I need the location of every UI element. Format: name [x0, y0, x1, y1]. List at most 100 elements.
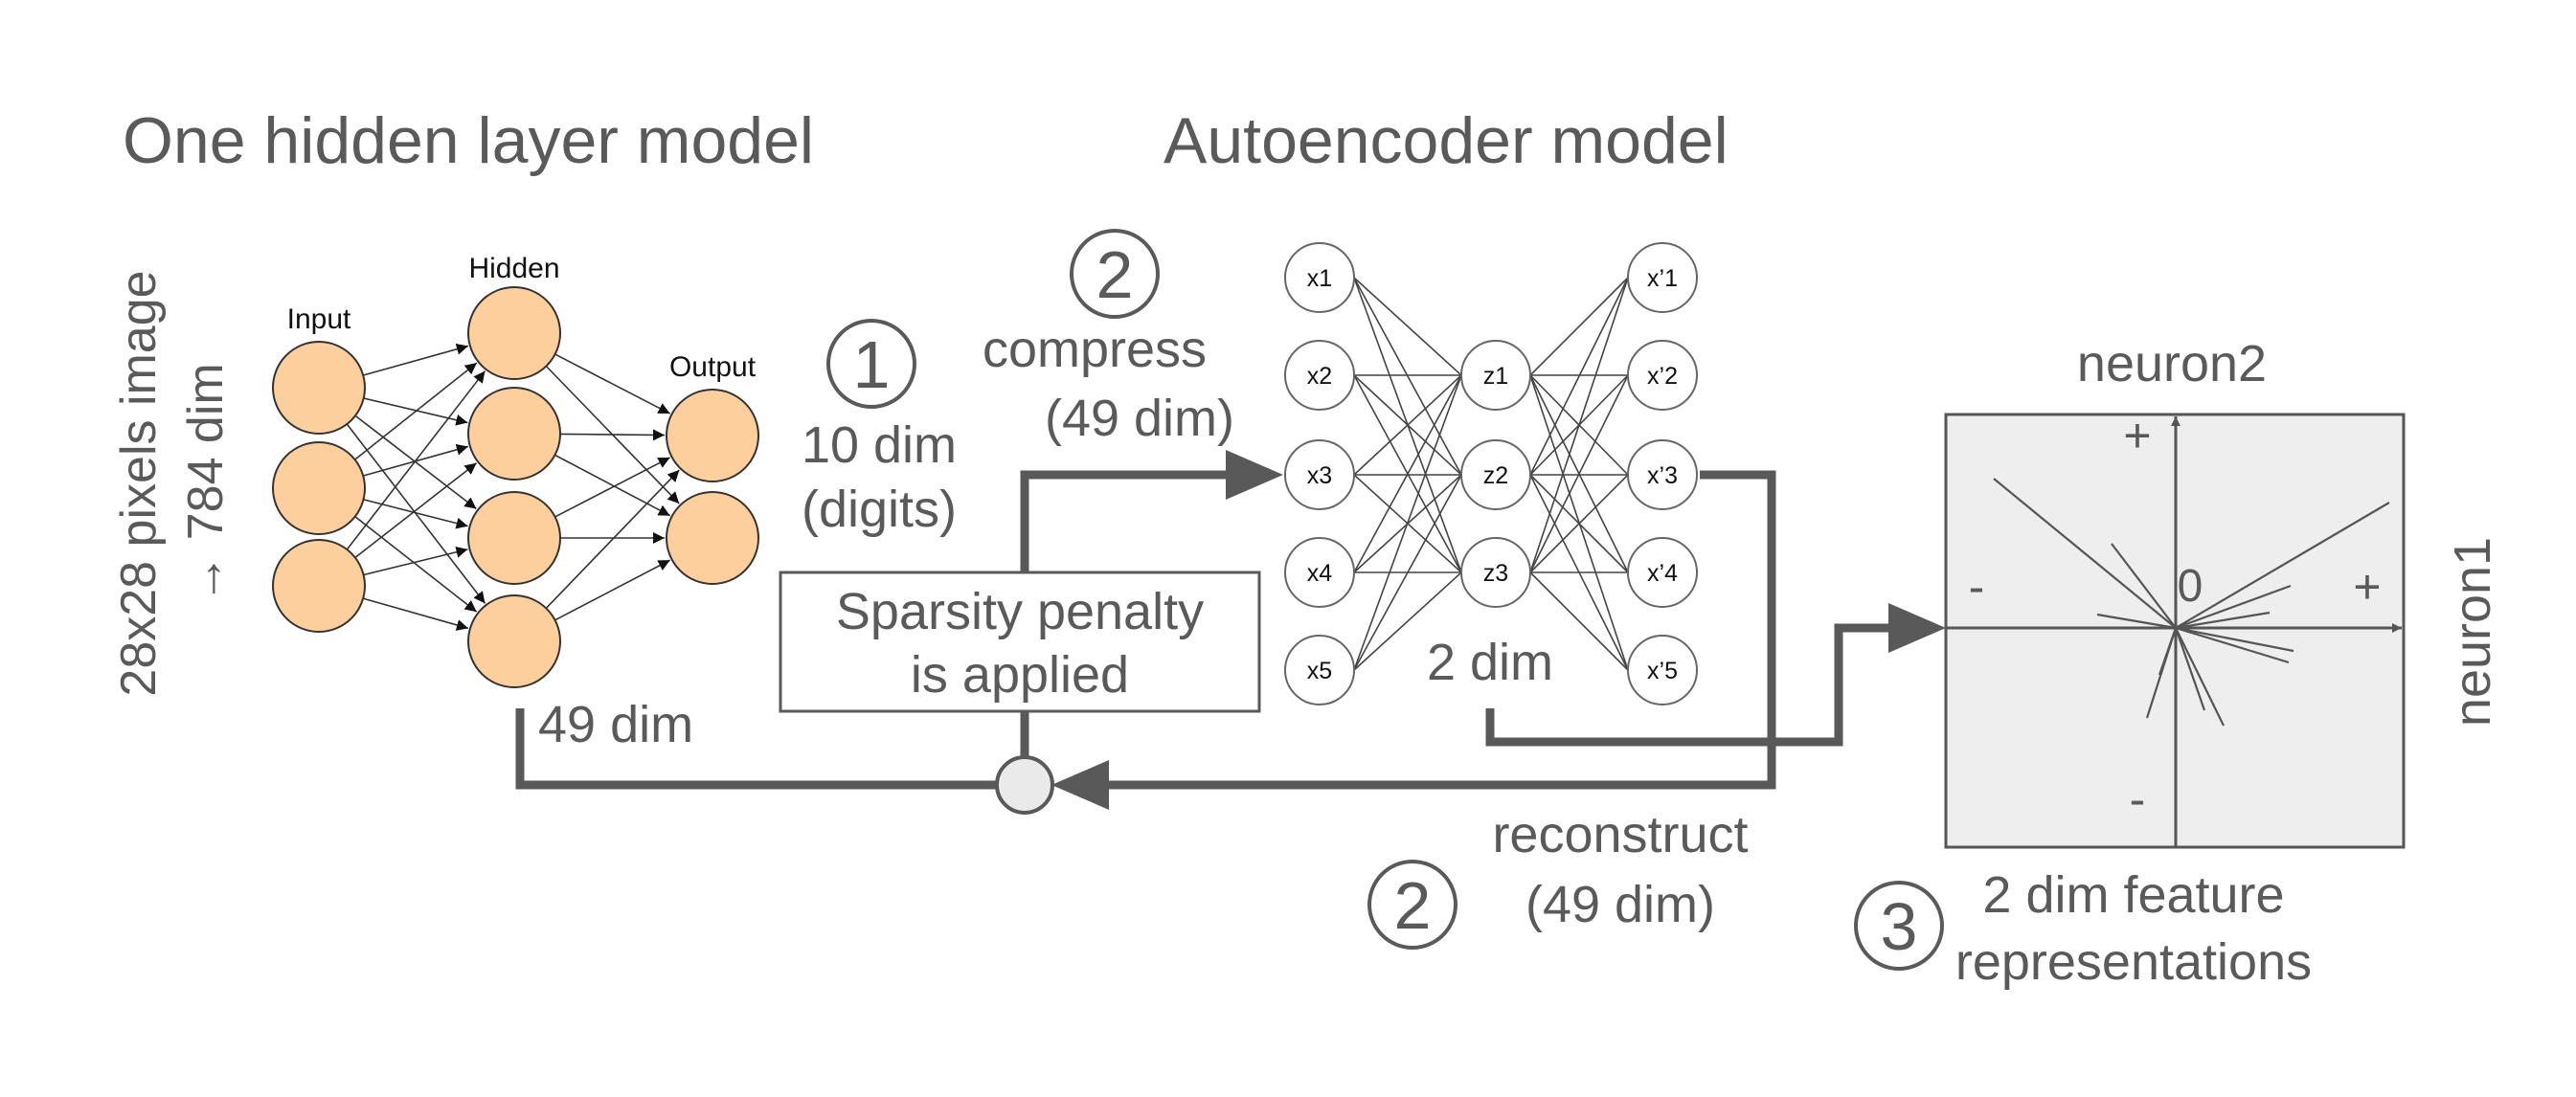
encoder-edge — [1353, 374, 1462, 476]
step1-badge — [826, 319, 916, 409]
ae-output-node-label: x’3 — [1647, 462, 1678, 489]
sum-node — [995, 755, 1054, 815]
plot-y-axis-label: neuron2 — [2077, 335, 2267, 392]
left-model-title: One hidden layer model — [123, 104, 814, 177]
hidden-output-edge — [554, 454, 671, 517]
feature-vector — [2175, 626, 2294, 653]
input-hidden-edge — [354, 362, 478, 460]
input-hidden-edge — [363, 546, 468, 576]
input-image-label-line1: 28x28 pixels image — [111, 270, 167, 696]
plot-y-plus-label: + — [2123, 409, 2151, 462]
ae-input-node — [1284, 537, 1355, 608]
plot-y-minus-label: - — [2130, 772, 2146, 826]
plot-x-plus-label: + — [2353, 560, 2381, 614]
hidden-output-edge — [559, 429, 666, 441]
ae-input-node — [1284, 242, 1355, 313]
sparsity-penalty-frame — [779, 571, 1261, 713]
input-hidden-edge — [354, 462, 478, 559]
input-hidden-edge — [346, 370, 486, 550]
ae-code-node — [1460, 340, 1531, 411]
ae-input-node — [1284, 635, 1355, 705]
feature-vector — [2175, 626, 2290, 664]
plot-origin-label: 0 — [2178, 561, 2203, 612]
ae-code-node-label: z1 — [1483, 363, 1508, 390]
ae-output-node-label: x’5 — [1647, 658, 1678, 684]
input-image-label: 28x28 pixels image → 784 dim — [111, 270, 234, 696]
step1-line1: 10 dim — [802, 416, 957, 474]
hidden-layer-label: Hidden — [468, 253, 559, 284]
step3-badge — [1854, 881, 1944, 971]
step3-badge-number: 3 — [1881, 889, 1918, 964]
hidden-output-edge — [554, 457, 670, 518]
input-hidden-edge — [354, 414, 477, 510]
plot-x-minus-label: - — [1969, 560, 1985, 614]
decoder-edge — [1529, 277, 1629, 476]
step3-line1: 2 dim feature — [1982, 866, 2284, 924]
plot-feature-vectors — [1993, 478, 2390, 727]
input-image-label-line2: → 784 dim — [178, 363, 234, 603]
feature-vector — [1993, 478, 2177, 629]
feature-vector — [2111, 543, 2177, 629]
code-dim-label: 2 dim — [1427, 634, 1553, 691]
hidden-node — [467, 491, 561, 585]
hidden-output-edge — [545, 469, 680, 609]
compress-line1: compress — [983, 321, 1207, 378]
reconstruct-badge-number: 2 — [1394, 868, 1432, 943]
sparsity-line2: is applied — [911, 646, 1129, 704]
right-model-title: Autoencoder model — [1164, 104, 1729, 177]
compress-badge — [1070, 229, 1160, 319]
input-node — [272, 341, 366, 435]
encoder-edge — [1353, 277, 1462, 376]
ae-input-node-label: x2 — [1307, 363, 1332, 390]
decoder-edge — [1529, 374, 1629, 573]
ae-output-node — [1627, 242, 1698, 313]
ae-input-node-label: x3 — [1307, 462, 1332, 489]
step3-group: 3 2 dim feature representations — [1854, 866, 2312, 991]
feature-vector — [2158, 627, 2178, 676]
one-hidden-layer-network: Input Hidden Output — [272, 253, 759, 688]
hidden-output-edge — [554, 353, 670, 414]
compress-arrowhead — [1226, 450, 1283, 500]
step1-group: 1 10 dim (digits) — [802, 319, 957, 538]
input-layer-label: Input — [287, 303, 351, 335]
encoder-edge — [1353, 474, 1462, 671]
compress-line2: (49 dim) — [1045, 390, 1234, 447]
ae-output-node — [1627, 537, 1698, 608]
code-to-plot-arrowhead — [1888, 603, 1946, 653]
feature-vector — [2175, 627, 2225, 727]
output-layer-label: Output — [669, 351, 757, 383]
reconstruct-line1: reconstruct — [1492, 806, 1748, 863]
code-to-plot-wire — [1485, 623, 1896, 747]
feature-vector — [2096, 613, 2177, 630]
ae-input-node — [1284, 340, 1355, 411]
step1-line2: (digits) — [802, 481, 957, 538]
ae-input-node — [1284, 439, 1355, 510]
ae-input-node-label: x5 — [1307, 658, 1332, 684]
reconstruct-group: 2 reconstruct (49 dim) — [1367, 806, 1749, 950]
decoder-edge — [1529, 571, 1629, 671]
reconstruct-badge — [1367, 860, 1457, 950]
sparsity-penalty-box: Sparsity penalty is applied — [779, 571, 1261, 713]
compress-badge-number: 2 — [1096, 237, 1134, 312]
feature-plot: neuron2 neuron1 0 + - + - — [1944, 335, 2501, 849]
ae-output-node-label: x’4 — [1647, 560, 1678, 587]
sparsity-line1: Sparsity penalty — [836, 583, 1204, 640]
ae-output-node-label: x’1 — [1647, 265, 1678, 292]
input-node — [272, 441, 366, 535]
reconstruct-wire — [1106, 470, 1776, 790]
ae-output-node — [1627, 635, 1698, 705]
input-hidden-edge — [346, 423, 486, 604]
reconstruct-arrowhead — [1051, 760, 1109, 810]
input-hidden-edge — [363, 343, 469, 376]
compress-wire — [1020, 470, 1235, 572]
decoder-edge — [1529, 474, 1629, 573]
step1-badge-number: 1 — [853, 327, 891, 402]
ae-code-node — [1460, 537, 1531, 608]
ae-code-node-label: z3 — [1483, 560, 1508, 587]
encoder-edge — [1353, 374, 1462, 671]
input-node — [272, 539, 366, 633]
encoder-edge — [1353, 277, 1462, 476]
feature-vector — [2175, 584, 2292, 630]
hidden-node — [467, 387, 561, 481]
